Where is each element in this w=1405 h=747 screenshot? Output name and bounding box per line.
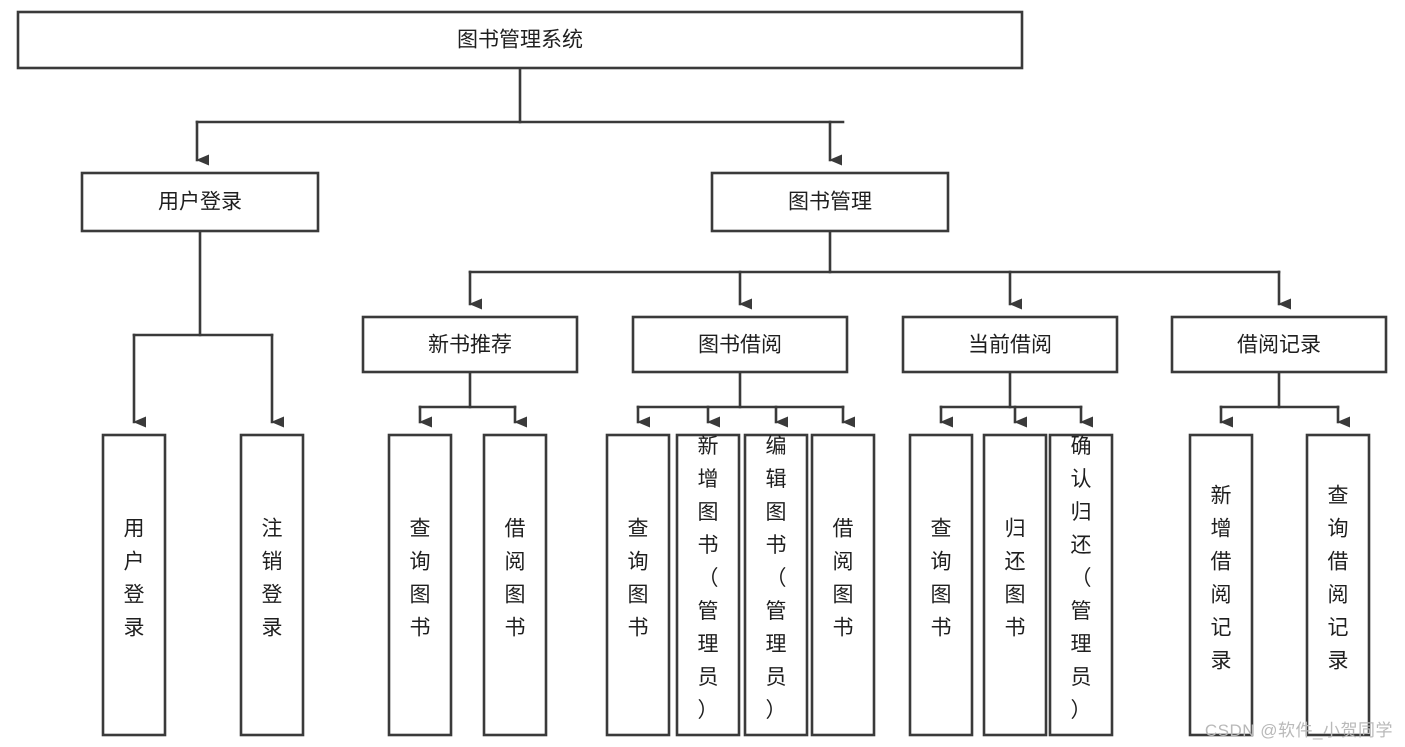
- node-leaf-logout-label: 注销登录: [262, 518, 283, 640]
- node-leaf-confirm-return[interactable]: 确认归还（管理员）: [1048, 433, 1114, 737]
- node-book-borrow[interactable]: 图书借阅: [631, 315, 849, 374]
- node-current-borrow[interactable]: 当前借阅: [901, 315, 1119, 374]
- node-leaf-borrow-book-1-label: 借阅图书: [505, 518, 526, 640]
- node-leaf-logout[interactable]: 注销登录: [239, 433, 305, 737]
- node-leaf-confirm-return-box[interactable]: [1048, 433, 1114, 737]
- node-book-manage[interactable]: 图书管理: [710, 171, 950, 233]
- node-leaf-return-book-box[interactable]: [982, 433, 1048, 737]
- node-user-login-box[interactable]: [80, 171, 320, 233]
- node-leaf-user-login-box[interactable]: [101, 433, 167, 737]
- node-book-manage-label: 图书管理: [788, 191, 872, 214]
- node-leaf-borrow-book-1-box[interactable]: [482, 433, 548, 737]
- node-new-book-recommend-label: 新书推荐: [428, 334, 512, 357]
- connector-layer: [132, 66, 1350, 428]
- node-leaf-add-record[interactable]: 新增借阅记录: [1188, 433, 1254, 737]
- node-leaf-query-book-2-label: 查询图书: [628, 518, 649, 640]
- node-leaf-query-book-1[interactable]: 查询图书: [387, 433, 453, 737]
- node-leaf-add-book-label: 新增图书（管理员）: [698, 435, 719, 722]
- node-leaf-user-login[interactable]: 用户登录: [101, 433, 167, 737]
- node-leaf-borrow-book-2[interactable]: 借阅图书: [810, 433, 876, 737]
- node-leaf-confirm-return-label: 确认归还（管理员）: [1071, 435, 1092, 722]
- node-new-book-recommend-box[interactable]: [361, 315, 579, 374]
- node-leaf-edit-book-label: 编辑图书（管理员）: [766, 435, 787, 722]
- node-leaf-user-login-label: 用户登录: [124, 518, 145, 640]
- node-leaf-query-record-box[interactable]: [1305, 433, 1371, 737]
- csdn-watermark: CSDN @软件_小贺同学: [1204, 721, 1393, 740]
- node-leaf-query-book-1-box[interactable]: [387, 433, 453, 737]
- node-book-borrow-box[interactable]: [631, 315, 849, 374]
- node-leaf-query-book-3-label: 查询图书: [931, 518, 952, 640]
- node-leaf-add-record-box[interactable]: [1188, 433, 1254, 737]
- node-leaf-edit-book[interactable]: 编辑图书（管理员）: [743, 433, 809, 737]
- node-leaf-borrow-book-2-box[interactable]: [810, 433, 876, 737]
- node-leaf-query-book-1-label: 查询图书: [410, 518, 431, 640]
- node-current-borrow-label: 当前借阅: [968, 334, 1052, 357]
- node-current-borrow-box[interactable]: [901, 315, 1119, 374]
- node-root-label: 图书管理系统: [457, 29, 583, 52]
- node-leaf-query-book-2[interactable]: 查询图书: [605, 433, 671, 737]
- node-borrow-record-box[interactable]: [1170, 315, 1388, 374]
- node-book-manage-box[interactable]: [710, 171, 950, 233]
- leaf-node-layer: 用户登录 注销登录 查询图书 借阅图书 查询图书 新增图书（管理员） 编辑图书（…: [101, 433, 1371, 737]
- node-user-login-label: 用户登录: [158, 191, 242, 214]
- node-leaf-logout-box[interactable]: [239, 433, 305, 737]
- node-leaf-query-record[interactable]: 查询借阅记录: [1305, 433, 1371, 737]
- node-leaf-borrow-book-2-label: 借阅图书: [833, 518, 854, 640]
- node-leaf-borrow-book-1[interactable]: 借阅图书: [482, 433, 548, 737]
- node-leaf-return-book-label: 归还图书: [1005, 518, 1026, 640]
- node-leaf-query-book-3[interactable]: 查询图书: [908, 433, 974, 737]
- node-borrow-record[interactable]: 借阅记录: [1170, 315, 1388, 374]
- node-root-box[interactable]: [16, 10, 1024, 70]
- node-user-login[interactable]: 用户登录: [80, 171, 320, 233]
- node-leaf-query-book-2-box[interactable]: [605, 433, 671, 737]
- node-leaf-return-book[interactable]: 归还图书: [982, 433, 1048, 737]
- node-leaf-query-record-label: 查询借阅记录: [1328, 485, 1349, 673]
- node-book-borrow-label: 图书借阅: [698, 334, 782, 357]
- node-leaf-add-record-label: 新增借阅记录: [1211, 485, 1232, 673]
- node-borrow-record-label: 借阅记录: [1237, 334, 1321, 357]
- node-leaf-add-book-box[interactable]: [675, 433, 741, 737]
- node-leaf-query-book-3-box[interactable]: [908, 433, 974, 737]
- node-new-book-recommend[interactable]: 新书推荐: [361, 315, 579, 374]
- node-root[interactable]: 图书管理系统: [16, 10, 1024, 70]
- node-leaf-edit-book-box[interactable]: [743, 433, 809, 737]
- node-leaf-add-book[interactable]: 新增图书（管理员）: [675, 433, 741, 737]
